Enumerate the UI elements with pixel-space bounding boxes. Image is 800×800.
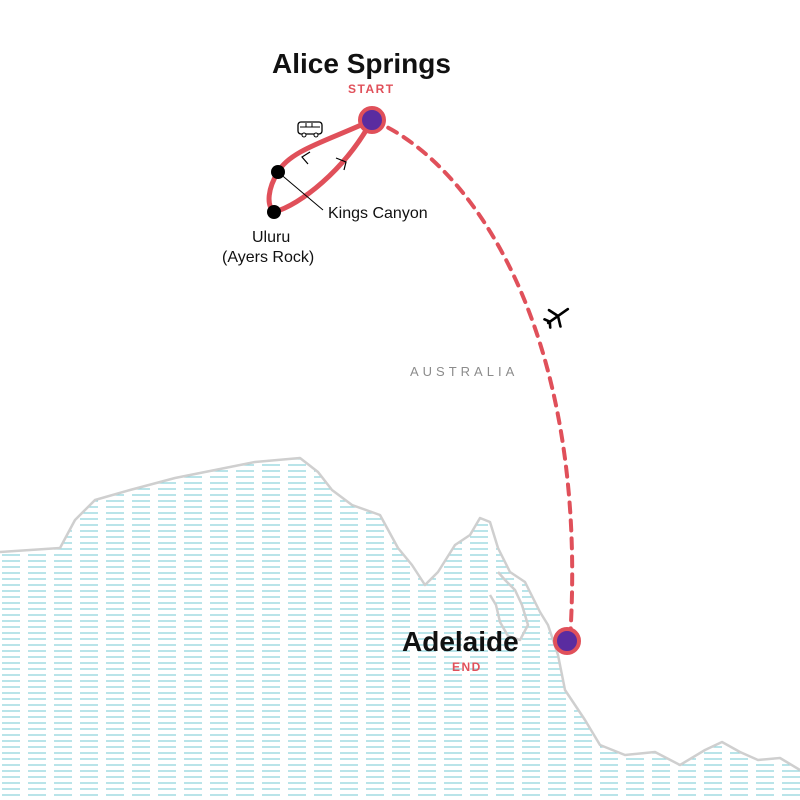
uluru-label: Uluru [252, 229, 291, 246]
southern-ocean-water [0, 458, 800, 800]
alice-springs-label: Alice Springs [272, 48, 451, 79]
bus-icon [297, 121, 323, 138]
road-route [266, 117, 375, 215]
uluru-subname-label: (Ayers Rock) [222, 249, 315, 266]
alice-springs-start-tag: START [348, 82, 395, 96]
adelaide-end-tag: END [452, 660, 482, 674]
kings-canyon-marker [271, 165, 285, 179]
peninsula-outline [488, 571, 530, 642]
country-label: AUSTRALIA [410, 364, 519, 379]
adelaide-marker [553, 627, 581, 655]
flight-route [370, 118, 575, 642]
land-mask [0, 0, 800, 770]
plane-icon [543, 307, 570, 329]
uluru-marker [267, 205, 281, 219]
route-arrow-right [335, 157, 347, 171]
adelaide-label: Adelaide [402, 626, 519, 657]
kings-canyon-leader [277, 171, 324, 211]
coastline [0, 456, 800, 772]
alice-springs-marker [358, 106, 386, 134]
kings-canyon-label: Kings Canyon [328, 205, 428, 222]
route-arrow-left [301, 151, 311, 165]
